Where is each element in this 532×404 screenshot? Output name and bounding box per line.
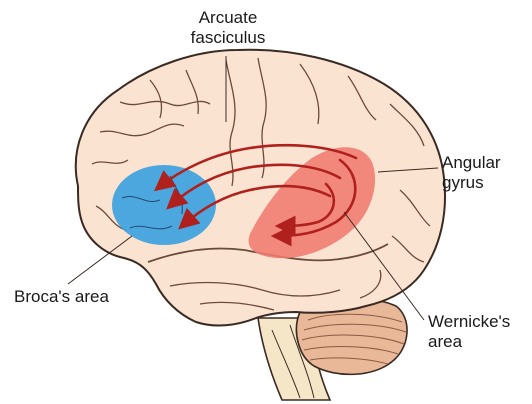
label-pointers	[67, 56, 439, 321]
broca-region	[112, 165, 216, 245]
arcuate-pathways	[153, 143, 358, 247]
angular-gyrus-label: Angular gyrus	[442, 153, 501, 193]
arcuate-label-line1: Arcuate	[198, 8, 258, 27]
angular-label-line1: Angular	[442, 153, 501, 172]
angular-label-line2: gyrus	[442, 173, 484, 192]
arcuate-label-line2: fasciculus	[190, 28, 266, 47]
wernicke-label-line1: Wernicke's	[428, 312, 511, 331]
arcuate-fasciculus-label: Arcuate fasciculus	[176, 8, 280, 48]
wernicke-label-line2: area	[428, 332, 463, 351]
broca-area-label: Broca's area	[14, 287, 109, 306]
wernicke-area-label: Wernicke's area	[428, 312, 510, 352]
